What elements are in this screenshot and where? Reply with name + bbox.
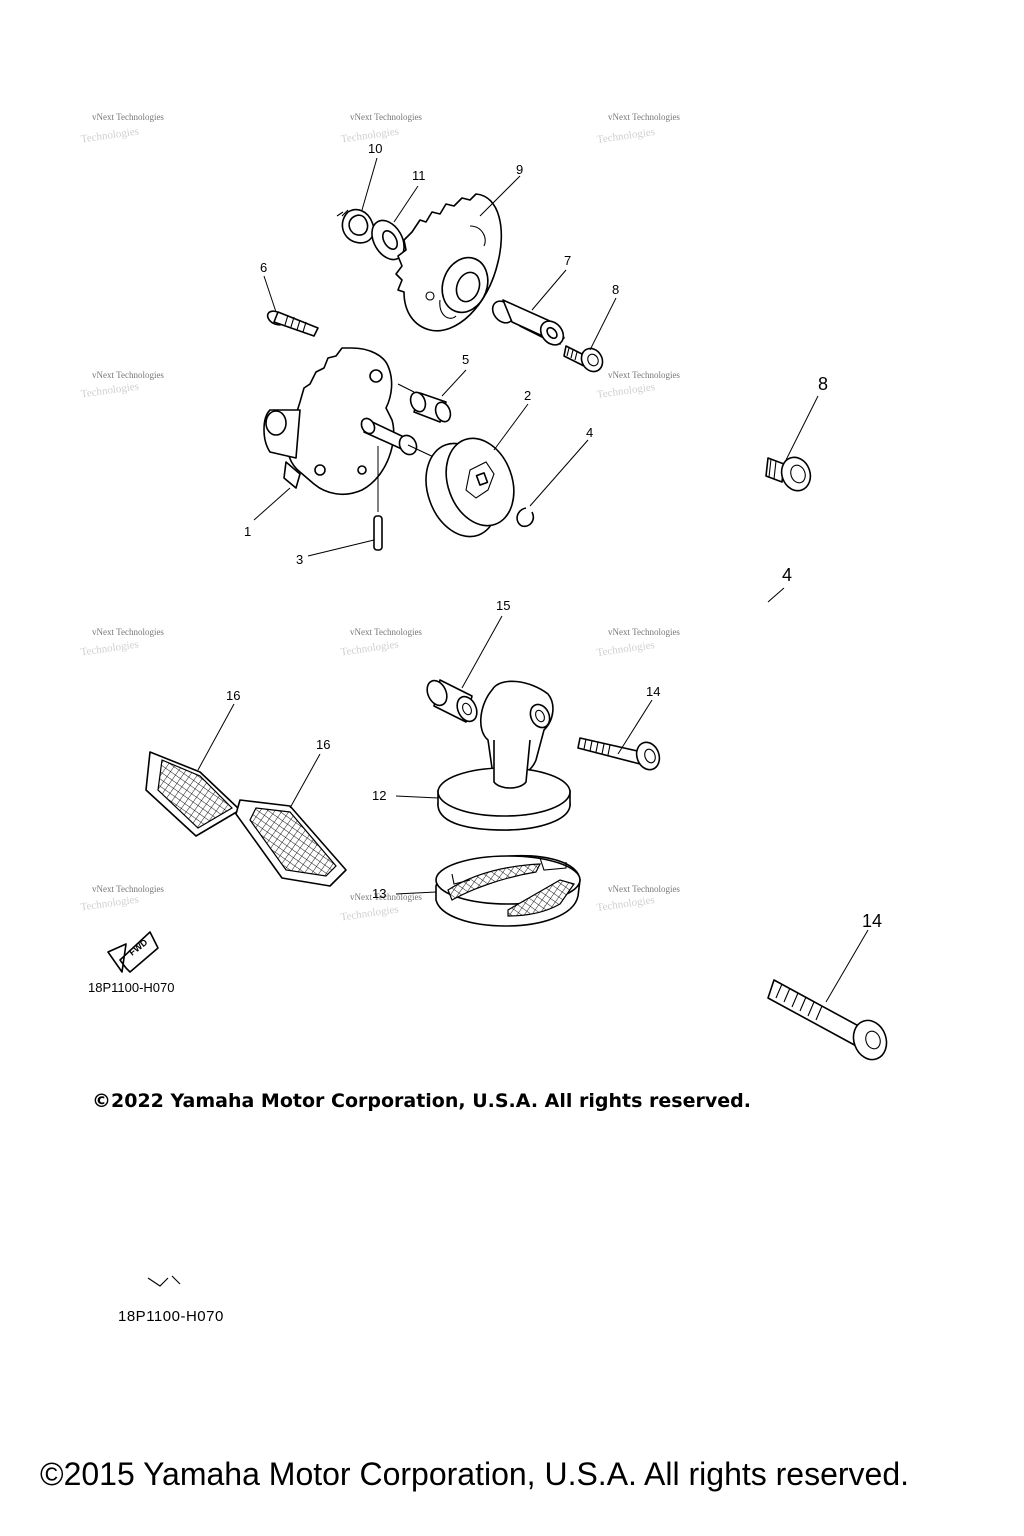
svg-text:Technologies: Technologies	[596, 894, 656, 914]
svg-text:vNext Technologies: vNext Technologies	[608, 370, 680, 380]
watermark-tile: Technologies vNext Technologies	[596, 627, 681, 659]
diagram-code: 18P1100-H070	[88, 980, 175, 995]
callout-13: 13	[372, 886, 386, 901]
callout-12: 12	[372, 788, 386, 803]
callout-15: 15	[496, 598, 510, 613]
part-5-collar[interactable]	[397, 383, 453, 424]
fwd-arrow-icon: FWD	[107, 931, 159, 973]
part-10-circlip[interactable]	[336, 208, 375, 244]
callout-6: 6	[260, 260, 267, 275]
part-16-screen-plate-a[interactable]	[145, 751, 241, 837]
svg-text:Technologies: Technologies	[80, 638, 140, 658]
callout-5: 5	[462, 352, 469, 367]
arrow-fragment-icon	[147, 1275, 181, 1287]
part-6-bolt[interactable]	[265, 308, 319, 337]
callout-4: 4	[586, 425, 593, 440]
part-1-pump-housing[interactable]	[263, 347, 395, 496]
watermark-tile: Technologies vNext Technologies	[80, 112, 164, 145]
callout-3: 3	[296, 552, 303, 567]
callout-8-detail: 8	[818, 374, 828, 394]
part-12-strainer-housing[interactable]	[437, 680, 571, 831]
callout-9: 9	[516, 162, 523, 177]
watermark-tile: Technologies vNext Technologies	[80, 884, 165, 913]
svg-text:vNext Technologies: vNext Technologies	[608, 884, 680, 894]
svg-text:Technologies: Technologies	[340, 903, 400, 923]
part-13-strainer-screen[interactable]	[435, 854, 581, 927]
svg-text:vNext Technologies: vNext Technologies	[608, 112, 680, 122]
svg-text:Technologies: Technologies	[596, 126, 656, 146]
callout-2: 2	[524, 388, 531, 403]
svg-text:vNext Technologies: vNext Technologies	[92, 112, 164, 122]
callout-4-detail: 4	[782, 565, 792, 585]
copyright-2015: ©2015 Yamaha Motor Corporation, U.S.A. A…	[40, 1456, 910, 1492]
svg-text:Technologies: Technologies	[596, 639, 656, 659]
callout-8: 8	[612, 282, 619, 297]
svg-text:vNext Technologies: vNext Technologies	[350, 627, 422, 637]
part-2-rotor[interactable]	[414, 429, 526, 547]
copyright-2022: ©2022 Yamaha Motor Corporation, U.S.A. A…	[92, 1090, 751, 1112]
svg-text:Technologies: Technologies	[80, 893, 140, 913]
callout-14: 14	[646, 684, 660, 699]
callout-7: 7	[564, 253, 571, 268]
svg-text:vNext Technologies: vNext Technologies	[92, 627, 164, 637]
part-8-bolt-detail[interactable]	[765, 453, 815, 495]
part-7-shaft[interactable]	[488, 297, 568, 349]
svg-text:vNext Technologies: vNext Technologies	[350, 112, 422, 122]
part-15-collar[interactable]	[423, 677, 480, 724]
part-8-bolt[interactable]	[563, 345, 607, 376]
watermark-tile: Technologies vNext Technologies	[596, 370, 680, 401]
callout-10: 10	[368, 141, 382, 156]
part-3-pin[interactable]	[373, 446, 383, 551]
svg-text:Technologies: Technologies	[340, 638, 400, 658]
svg-text:vNext Technologies: vNext Technologies	[350, 892, 422, 902]
callout-14-detail: 14	[862, 911, 882, 931]
callout-16b: 16	[316, 737, 330, 752]
watermark-tile: Technologies vNext Technologies	[596, 112, 680, 146]
leader-lines	[197, 157, 869, 1003]
callout-1: 1	[244, 524, 251, 539]
svg-text:vNext Technologies: vNext Technologies	[92, 884, 164, 894]
callout-11: 11	[412, 168, 426, 183]
part-4-circlip[interactable]	[516, 507, 535, 528]
svg-text:Technologies: Technologies	[80, 380, 140, 400]
callouts: 1 2 3 4 5 6 7 8 9 10 11 12 13 14 15 16 1…	[226, 141, 882, 931]
watermark-tile: Technologies vNext Technologies	[340, 627, 423, 658]
part-16-screen-plate-b[interactable]	[235, 799, 347, 887]
diagram-code-secondary: 18P1100-H070	[118, 1308, 224, 1325]
part-9-driven-gear[interactable]	[395, 193, 503, 332]
part-14-bolt-detail[interactable]	[767, 979, 892, 1064]
callout-16a: 16	[226, 688, 240, 703]
watermark-tile: Technologies vNext Technologies	[596, 884, 681, 914]
svg-text:Technologies: Technologies	[596, 381, 656, 401]
svg-text:vNext Technologies: vNext Technologies	[92, 370, 164, 380]
svg-text:vNext Technologies: vNext Technologies	[608, 627, 680, 637]
watermark-tile: Technologies vNext Technologies	[80, 627, 165, 658]
watermark-tile: Technologies vNext Technologies	[80, 370, 164, 400]
part-14-bolt[interactable]	[577, 737, 663, 773]
svg-text:Technologies: Technologies	[80, 125, 140, 145]
